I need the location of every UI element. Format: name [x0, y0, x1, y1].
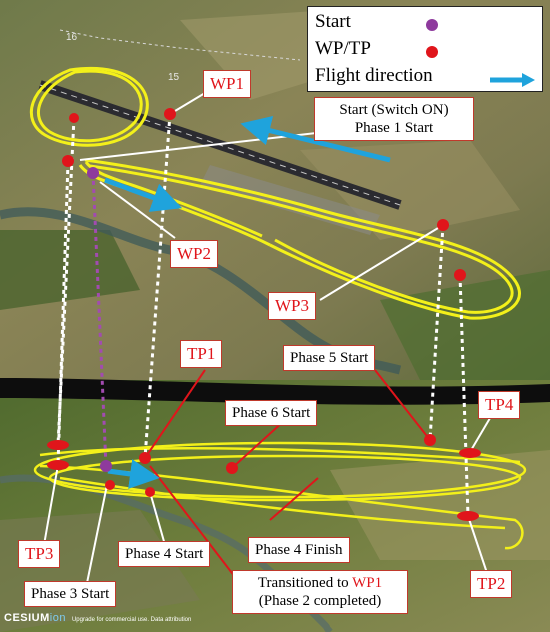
field-patch [0, 230, 140, 310]
label-phase4-finish: Phase 4 Finish [248, 537, 350, 563]
direction-arrow [107, 459, 160, 489]
legend-arrow-icon [490, 73, 535, 87]
label-transitioned-line1: Transitioned to WP1 [239, 574, 401, 592]
field-patch [300, 140, 520, 240]
waypoint-marker [69, 113, 79, 123]
field-patch [380, 270, 550, 380]
label-transitioned-prefix: Transitioned to [257, 575, 353, 591]
start-marker [87, 167, 99, 179]
waypoint-marker [424, 434, 436, 446]
turnpoint-marker [47, 440, 69, 450]
legend-start-label: Start [315, 11, 351, 32]
waypoints [47, 108, 481, 521]
label-tp2: TP2 [470, 570, 513, 599]
waypoint-marker [454, 269, 466, 281]
legend-start-row: Start [315, 11, 351, 33]
label-wp3: WP3 [268, 292, 316, 321]
attribution-brand: CESIUM [4, 612, 50, 624]
projection-lines [56, 113, 470, 517]
waypoint-marker [62, 155, 74, 167]
waypoint-marker [105, 480, 115, 490]
waypoint-marker [437, 219, 449, 231]
field-patch [330, 450, 550, 560]
legend-direction-row: Flight direction [315, 65, 433, 87]
label-tp4: TP4 [478, 391, 521, 420]
dark-band [0, 378, 550, 405]
legend-wp-row: WP/TP [315, 38, 371, 60]
label-transitioned-wp: WP1 [352, 575, 383, 591]
label-transitioned: Transitioned to WP1 (Phase 2 completed) [232, 570, 408, 614]
start-marker [100, 460, 112, 472]
callout-connectors-red [144, 369, 431, 578]
label-wp1: WP1 [203, 70, 251, 99]
map-attribution: CESIUMion Upgrade for commercial use. Dat… [4, 612, 191, 624]
label-tp1: TP1 [180, 340, 223, 369]
label-start-switch-line2: Phase 1 Start [354, 120, 434, 136]
label-transitioned-line2: (Phase 2 completed) [258, 593, 382, 609]
projection-line-start [91, 172, 108, 467]
waypoint-marker [145, 487, 155, 497]
waypoint-marker [226, 462, 238, 474]
legend-direction-label: Flight direction [315, 65, 433, 86]
turnpoint-marker [459, 448, 481, 458]
direction-arrow [104, 177, 183, 212]
label-start-switch: Start (Switch ON) Phase 1 Start [314, 97, 474, 141]
waypoint-marker [139, 452, 151, 464]
runway-mark: 15 [168, 72, 180, 83]
legend-wp-label: WP/TP [315, 38, 371, 59]
legend: Start WP/TP Flight direction [307, 6, 543, 92]
attribution-ion: ion [49, 612, 66, 624]
turnpoint-marker [457, 511, 479, 521]
label-wp2: WP2 [170, 240, 218, 269]
label-tp3: TP3 [18, 540, 61, 569]
direction-arrow [240, 115, 391, 163]
taxiway [200, 165, 380, 235]
waypoint-marker [164, 108, 176, 120]
label-phase3-start: Phase 3 Start [24, 581, 117, 607]
legend-wp-dot-icon [426, 46, 438, 58]
label-phase5-start: Phase 5 Start [283, 345, 376, 371]
flight-path-lower [33, 441, 527, 550]
legend-start-dot-icon [426, 19, 438, 31]
label-phase4-start: Phase 4 Start [118, 541, 211, 567]
runway-mark: 16 [66, 32, 78, 43]
label-start-switch-line1: Start (Switch ON) [339, 102, 449, 118]
turnpoint-marker [47, 460, 69, 470]
attribution-link[interactable]: Upgrade for commercial use. Data attribu… [71, 617, 192, 623]
label-phase6-start: Phase 6 Start [225, 400, 318, 426]
access-road [59, 29, 301, 61]
